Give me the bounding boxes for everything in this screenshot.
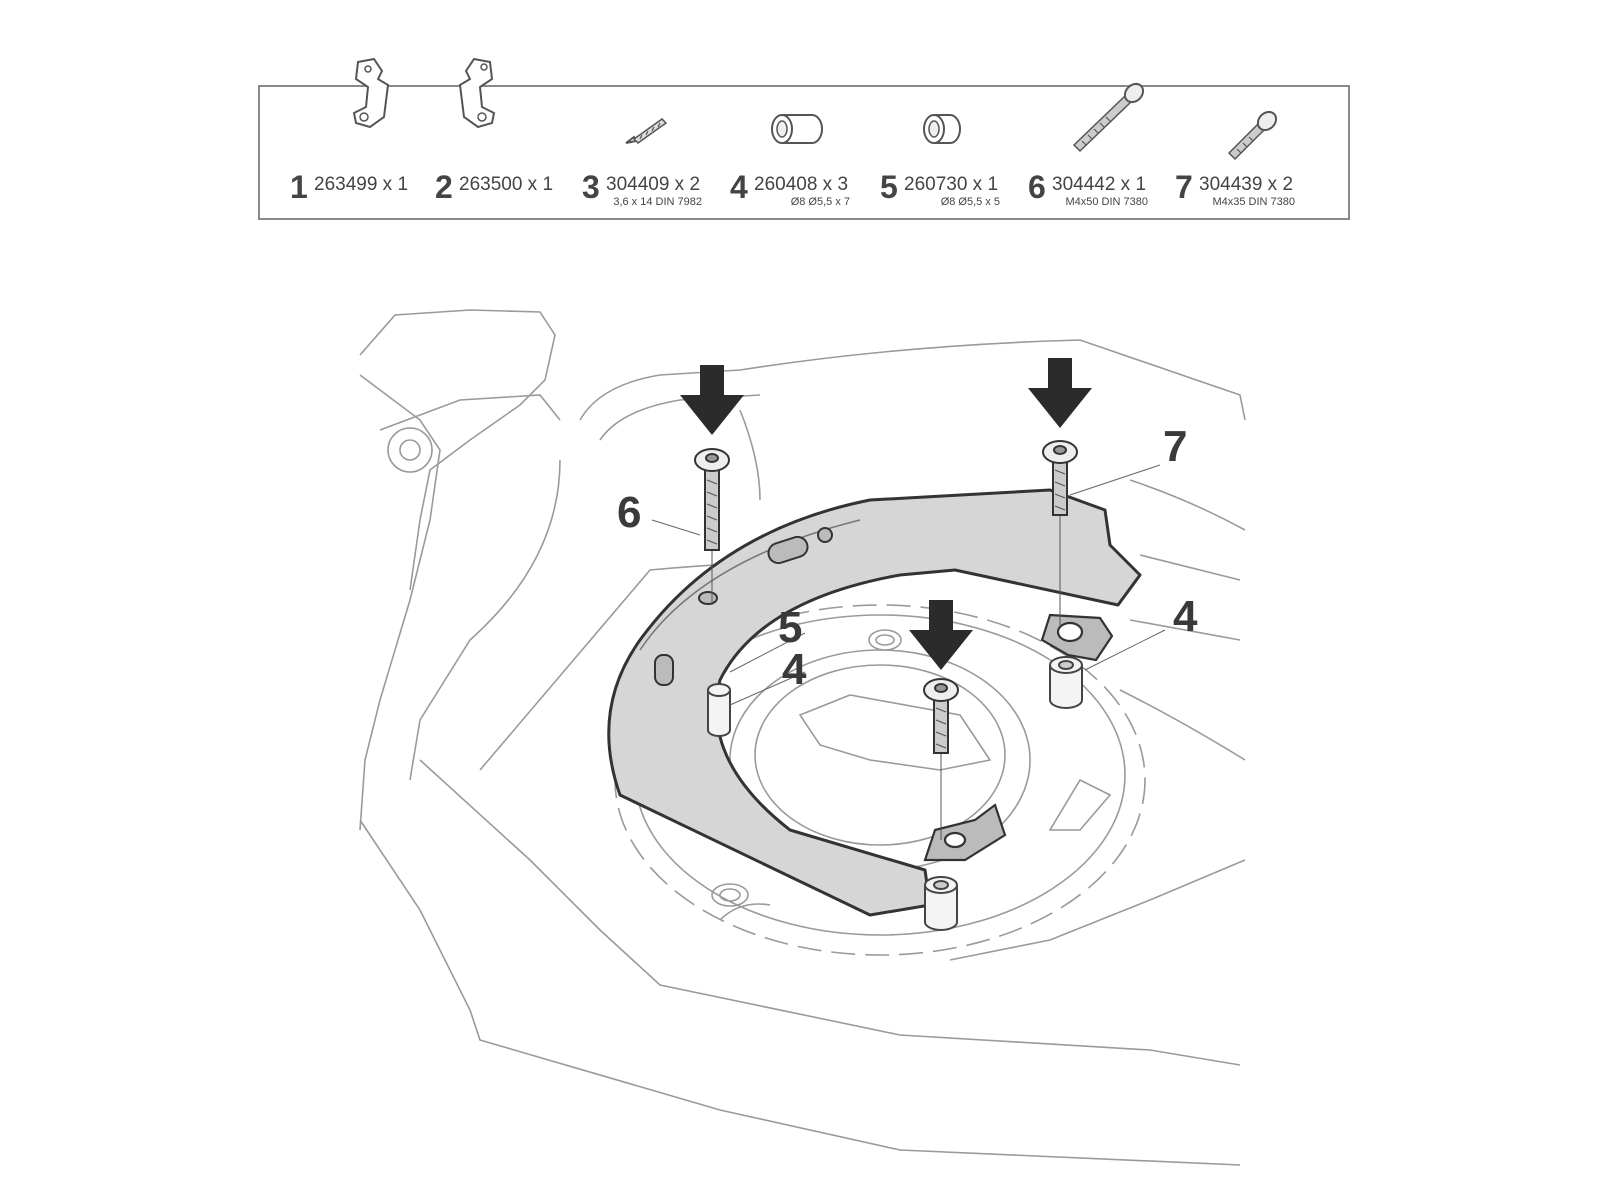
part-number: 6: [1028, 169, 1046, 205]
bracket-right-icon: [458, 57, 496, 129]
part-code: 304439 x 2: [1199, 174, 1294, 195]
self-tapping-screw-icon: [625, 118, 668, 144]
parts-list-panel: 1 263499 x 1 2 263500 x 1 3 304409 x 2 3…: [258, 57, 1350, 220]
part-item-1: 1 263499 x 1: [290, 57, 430, 218]
arrow-down-icon: [680, 365, 744, 435]
guide-lines: [711, 510, 1061, 840]
mounting-brackets: [923, 613, 1114, 862]
callout-part-7: 7: [1163, 422, 1188, 471]
spacers: [707, 656, 1083, 931]
bracket-left-icon: [352, 57, 390, 129]
part-spec: Ø8 Ø5,5 x 7: [790, 196, 850, 208]
part-item-5: 5 260730 x 1 Ø8 Ø5,5 x 5: [880, 87, 1020, 218]
part-code: 260730 x 1: [904, 174, 999, 195]
part-code: 263499 x 1: [314, 174, 409, 195]
part-number: 1: [290, 169, 308, 205]
part-number: 4: [730, 169, 748, 205]
spacer-long-icon: [771, 114, 823, 144]
part-number: 3: [582, 169, 600, 205]
part-number: 5: [880, 169, 898, 205]
leader-lines: [651, 464, 1166, 706]
bolt-short-icon: [1227, 110, 1278, 161]
part-number: 7: [1175, 169, 1193, 205]
arrow-down-icon: [1028, 358, 1092, 428]
part-spec: M4x50 DIN 7380: [1065, 196, 1148, 208]
bolt-long-icon: [1072, 82, 1145, 153]
part-spec: M4x35 DIN 7380: [1212, 196, 1295, 208]
tank-ring: [607, 488, 1142, 917]
part-spec: 3,6 x 14 DIN 7982: [613, 196, 702, 208]
part-number: 2: [435, 169, 453, 205]
motorcycle-tank-sketch: [359, 309, 1246, 1166]
part-item-3: 3 304409 x 2 3,6 x 14 DIN 7982: [582, 87, 722, 218]
bolts: [694, 440, 1078, 754]
part-code: 263500 x 1: [459, 174, 554, 195]
part-code: 304409 x 2: [606, 174, 701, 195]
insertion-arrows: [680, 358, 1092, 670]
part-spec: Ø8 Ø5,5 x 5: [940, 196, 1000, 208]
part-item-4: 4 260408 x 3 Ø8 Ø5,5 x 7: [730, 87, 870, 218]
callout-part-6: 6: [617, 488, 642, 537]
callout-part-4-right: 4: [1173, 592, 1198, 641]
part-item-2: 2 263500 x 1: [435, 57, 575, 218]
arrow-down-icon: [909, 600, 973, 670]
callout-part-5: 5: [778, 603, 803, 652]
part-item-7: 7 304439 x 2 M4x35 DIN 7380: [1175, 87, 1335, 218]
spacer-short-icon: [923, 114, 961, 144]
callout-part-4-left: 4: [782, 645, 807, 694]
part-item-6: 6 304442 x 1 M4x50 DIN 7380: [1028, 82, 1178, 218]
part-code: 260408 x 3: [754, 174, 849, 195]
part-code: 304442 x 1: [1052, 174, 1147, 195]
